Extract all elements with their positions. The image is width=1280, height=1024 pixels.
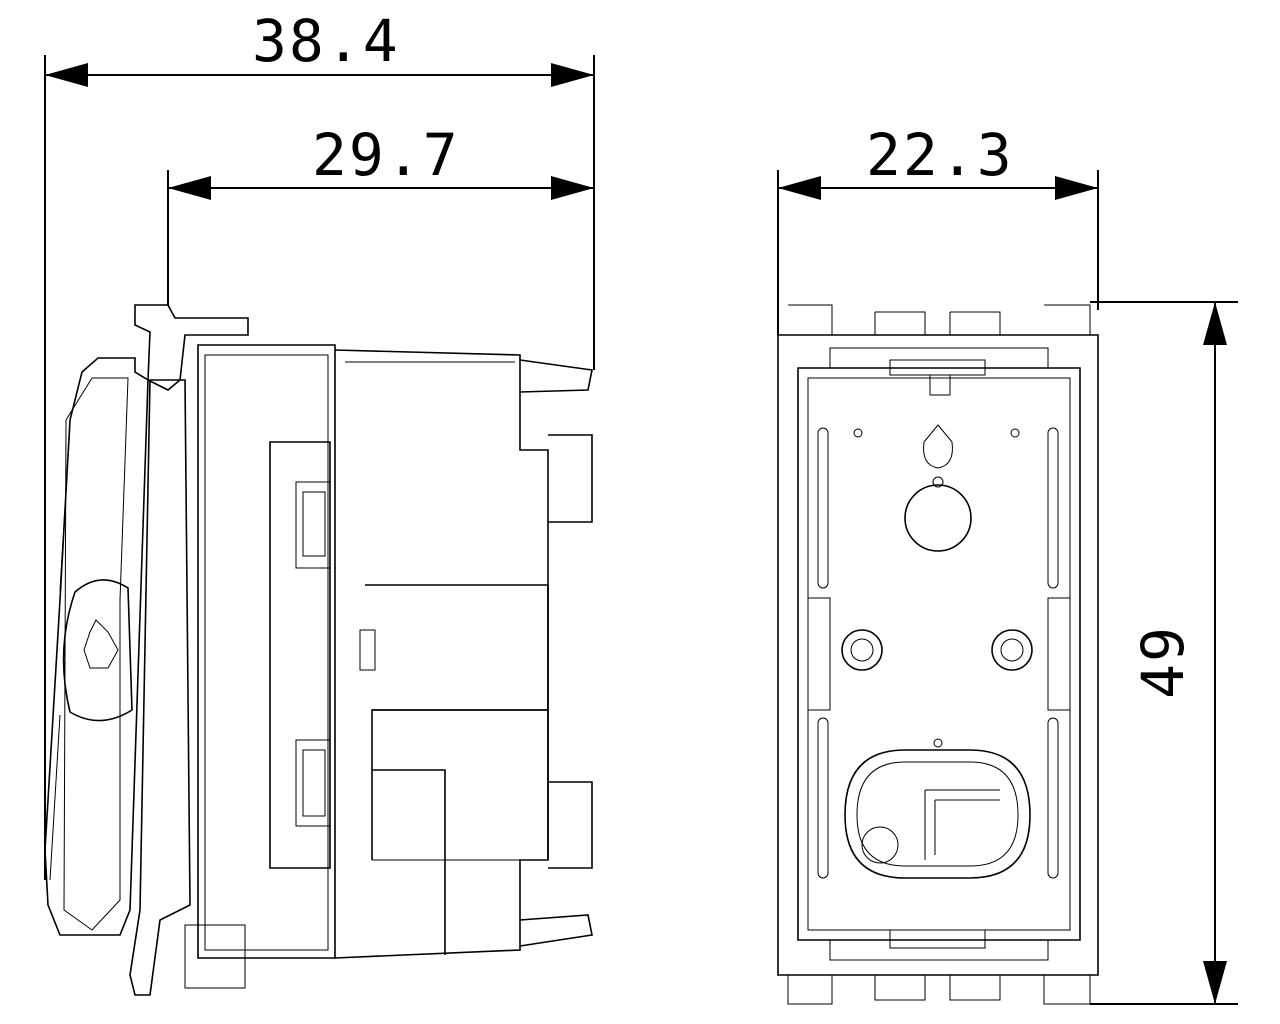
front-view xyxy=(777,304,1099,1005)
side-view xyxy=(44,304,593,996)
dimension-29-7 xyxy=(167,170,594,305)
dimension-label-height: 49 xyxy=(1128,625,1197,699)
dimension-49 xyxy=(1090,301,1238,1005)
dimension-label-width: 22.3 xyxy=(866,121,1014,189)
dimension-label-body-depth: 29.7 xyxy=(312,121,460,189)
dimension-38-4 xyxy=(44,55,595,880)
dimension-label-overall-depth: 38.4 xyxy=(252,7,400,75)
dimension-22-3 xyxy=(777,170,1099,335)
